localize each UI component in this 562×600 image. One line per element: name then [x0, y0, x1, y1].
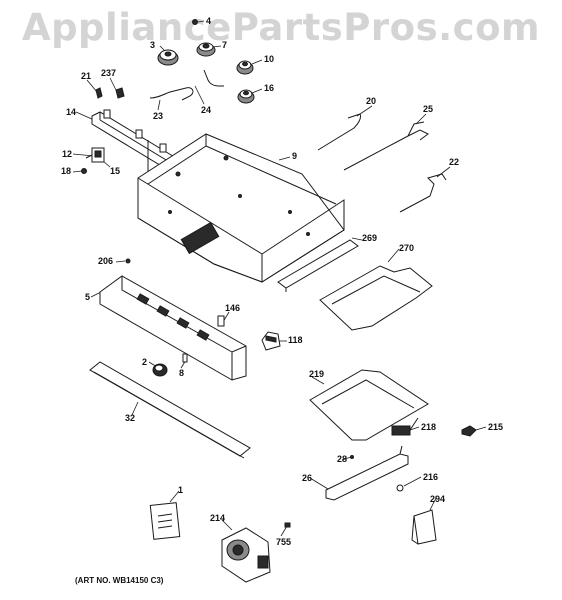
- callout-2: 2: [142, 357, 147, 367]
- callout-146: 146: [225, 303, 240, 313]
- callout-237: 237: [101, 68, 116, 78]
- callout-215: 215: [488, 422, 503, 432]
- knob-10: [236, 60, 254, 75]
- tube-24: [203, 69, 224, 87]
- ignitor-215: [461, 425, 477, 437]
- callout-219: 219: [309, 369, 324, 379]
- callout-270: 270: [399, 243, 414, 253]
- callout-1: 1: [178, 485, 183, 495]
- fitting-237: [115, 87, 125, 99]
- screw-18: [81, 168, 87, 174]
- bracket-294: [411, 509, 437, 545]
- regulator-214: [221, 527, 271, 583]
- screw-28: [350, 455, 354, 459]
- callout-8: 8: [179, 368, 184, 378]
- callout-24: 24: [201, 105, 211, 115]
- fitting-21: [95, 87, 103, 99]
- callout-218: 218: [421, 422, 436, 432]
- label-card-1: [149, 502, 181, 540]
- callout-18: 18: [61, 166, 71, 176]
- plate-219: [309, 369, 429, 441]
- deflector-269: [277, 239, 359, 292]
- callout-21: 21: [81, 71, 91, 81]
- fitting-755: [284, 522, 291, 528]
- callout-15: 15: [110, 166, 120, 176]
- ignitor-118: [261, 331, 281, 351]
- callout-206: 206: [98, 256, 113, 266]
- callout-14: 14: [66, 107, 76, 117]
- callout-7: 7: [222, 40, 227, 50]
- plate-270: [319, 265, 433, 331]
- watermark-text: AppliancePartsPros.com: [21, 6, 541, 49]
- knob-7: [196, 42, 216, 57]
- callout-10: 10: [264, 54, 274, 64]
- clip-146: [217, 315, 225, 327]
- leader-lines: [72, 20, 487, 537]
- callout-216: 216: [423, 472, 438, 482]
- nut-216: [396, 484, 404, 492]
- tube-20: [317, 113, 361, 151]
- callout-4: 4: [206, 16, 211, 26]
- bracket-26: [325, 445, 409, 501]
- callout-214: 214: [210, 513, 225, 523]
- callout-20: 20: [366, 96, 376, 106]
- callout-labels: 4 3 7 10 21 237 24 16 23 14 20 25 9 12 1…: [61, 16, 503, 547]
- callout-26: 26: [302, 473, 312, 483]
- front-rail-5: [99, 275, 247, 381]
- callout-294: 294: [430, 494, 445, 504]
- switch-218: [391, 417, 419, 436]
- screw-206: [125, 258, 131, 264]
- callout-28: 28: [337, 454, 347, 464]
- art-number-label: (ART NO. WB14150 C3): [75, 576, 164, 585]
- knob-16: [237, 89, 255, 104]
- screw-4: [192, 19, 198, 25]
- tube-22: [399, 173, 447, 213]
- callout-12: 12: [62, 149, 72, 159]
- clip-8: [182, 353, 188, 363]
- burner-box-9: [137, 133, 345, 283]
- callout-22: 22: [449, 157, 459, 167]
- callout-9: 9: [292, 151, 297, 161]
- tube-23: [149, 87, 194, 101]
- callout-269: 269: [362, 233, 377, 243]
- tube-25: [343, 121, 429, 171]
- knob-2: [152, 363, 168, 377]
- callout-3: 3: [150, 40, 155, 50]
- valve-12: [85, 147, 105, 163]
- callout-16: 16: [264, 83, 274, 93]
- callout-32: 32: [125, 413, 135, 423]
- callout-118: 118: [288, 335, 303, 345]
- knob-3: [157, 49, 179, 66]
- callout-25: 25: [423, 104, 433, 114]
- callout-5: 5: [85, 292, 90, 302]
- callout-755: 755: [276, 537, 291, 547]
- callout-23: 23: [153, 111, 163, 121]
- trim-strip-32: [89, 361, 251, 459]
